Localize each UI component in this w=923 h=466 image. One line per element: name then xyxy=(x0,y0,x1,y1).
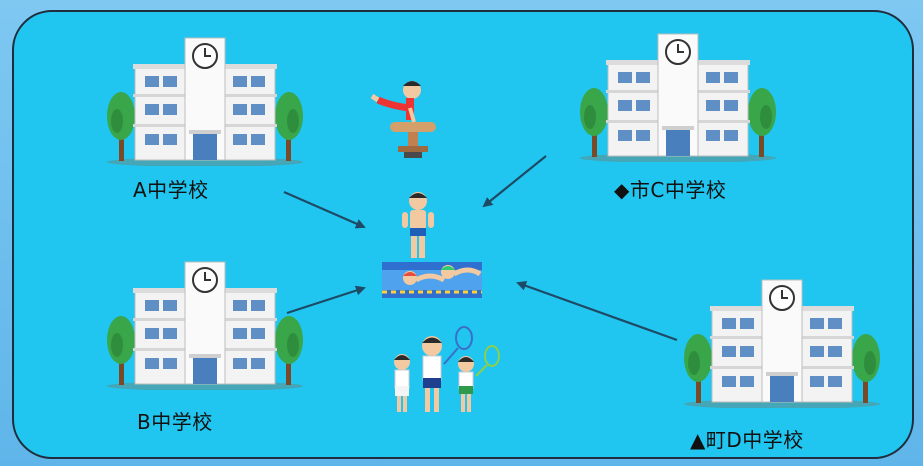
gymnastics-pommel-horse-icon xyxy=(370,70,440,165)
swimming-pool-icon xyxy=(382,258,482,300)
swimmer-icon xyxy=(398,190,438,262)
tennis-players-icon xyxy=(384,326,504,418)
arrow-from-school-b xyxy=(286,285,366,315)
arrow-from-school-c xyxy=(482,155,547,208)
school-b-label: B中学校 xyxy=(137,410,213,434)
school-d-label: ▲町D中学校 xyxy=(690,428,804,452)
arrow-from-school-d xyxy=(516,280,678,342)
school-a-label: A中学校 xyxy=(133,178,209,202)
arrow-from-school-a xyxy=(283,190,366,229)
school-c-label: ◆市C中学校 xyxy=(614,178,727,202)
